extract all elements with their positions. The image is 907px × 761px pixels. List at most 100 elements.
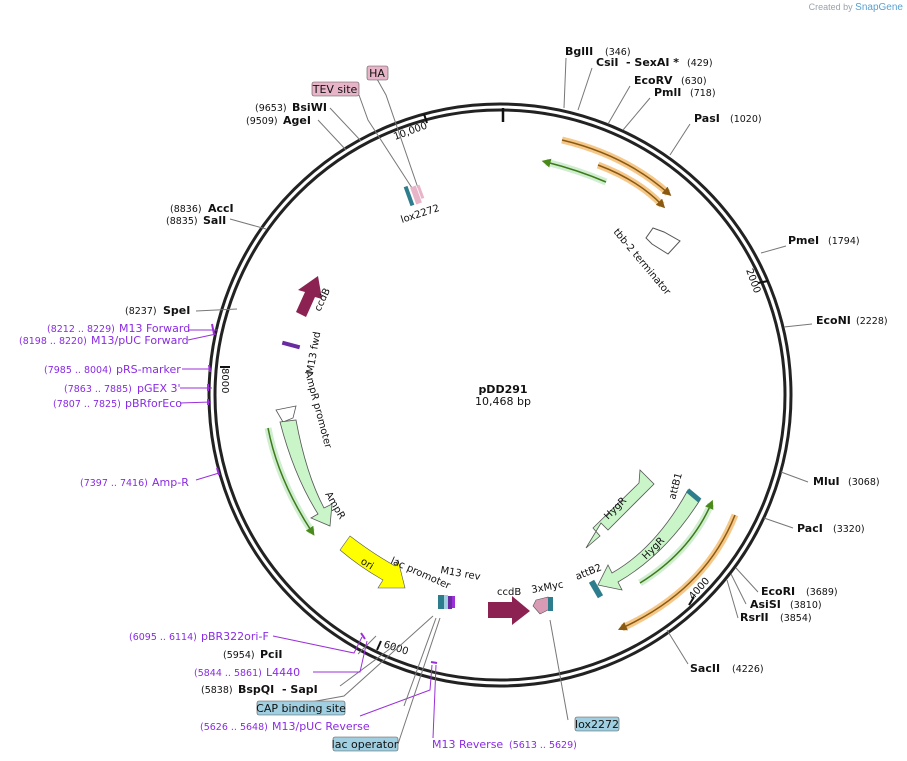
plasmid-length: 10,468 bp bbox=[475, 395, 531, 408]
enzyme-ecorv: EcoRV bbox=[634, 74, 673, 87]
enzyme-agei-pos: (9509) bbox=[246, 116, 278, 127]
myc-arrow bbox=[532, 596, 551, 615]
enzyme-leaders bbox=[195, 57, 813, 687]
primer-leaders bbox=[179, 329, 437, 739]
enzyme-pmei-pos: (1794) bbox=[828, 236, 860, 247]
ha-box bbox=[366, 65, 389, 81]
backbone-outer bbox=[207, 102, 793, 688]
primer-m13puc-forward: M13/pUC Forward bbox=[91, 334, 189, 347]
enzyme-pmei: PmeI bbox=[788, 234, 819, 247]
ori-arrow bbox=[339, 535, 406, 589]
enzyme-csii: CsiI bbox=[596, 56, 618, 69]
tick-mark-4000 bbox=[688, 596, 695, 606]
enzyme-pmli: PmlI bbox=[654, 86, 681, 99]
enzyme-sali-pos: (8835) bbox=[166, 216, 198, 227]
tick-2000: 2000 bbox=[743, 267, 762, 295]
primer-l4440-pos: (5844 .. 5861) bbox=[194, 668, 262, 679]
tick-mark-10000 bbox=[423, 113, 428, 124]
enzyme-mlui-pos: (3068) bbox=[848, 477, 880, 488]
primer-m13puc-forward-pos: (8198 .. 8220) bbox=[19, 336, 87, 347]
enzyme-paci-pos: (3320) bbox=[833, 524, 865, 535]
enzyme-rsrii: RsrII bbox=[740, 611, 769, 624]
enzyme-spei-pos: (8237) bbox=[125, 306, 157, 317]
primer-m13-forward-pos: (8212 .. 8229) bbox=[47, 324, 115, 335]
enzyme-pmli-pos: (718) bbox=[690, 88, 716, 99]
attb2-label: attB2 bbox=[574, 562, 603, 582]
enzyme-pasi-pos: (1020) bbox=[730, 114, 762, 125]
orange-arc-top-2 bbox=[596, 161, 665, 208]
enzyme-bsiwi-pos: (9653) bbox=[255, 103, 287, 114]
primer-pbrforeco: pBRforEco bbox=[125, 397, 182, 410]
enzyme-asisi-pos: (3810) bbox=[790, 600, 822, 611]
lox-box bbox=[574, 716, 620, 732]
plasmid-name: pDD291 bbox=[478, 383, 527, 396]
primer-m13puc-reverse: M13/pUC Reverse bbox=[272, 720, 370, 733]
enzyme-econi: EcoNI bbox=[816, 314, 851, 327]
tev-box bbox=[311, 81, 360, 97]
backbone-inner bbox=[213, 108, 787, 682]
lac-block bbox=[438, 595, 455, 609]
primer-ampr-pos: (7397 .. 7416) bbox=[80, 478, 148, 489]
lox-top-feature bbox=[403, 184, 425, 207]
orange-arc-right bbox=[620, 513, 739, 632]
enzyme-ecori: EcoRI bbox=[761, 585, 795, 598]
tev-label: TEV site bbox=[312, 83, 358, 96]
tbb2-arrow bbox=[645, 227, 681, 255]
enzyme-mlui: MluI bbox=[813, 475, 840, 488]
enzyme-agei: AgeI bbox=[283, 114, 311, 127]
hygr-arrow-1 bbox=[585, 469, 655, 549]
primer-pbrforeco-pos: (7807 .. 7825) bbox=[53, 399, 121, 410]
orange-arc-right-line bbox=[617, 514, 736, 631]
enzyme-bspqi-pos: (5838) bbox=[201, 685, 233, 696]
enzyme-bglii-pos: (346) bbox=[605, 47, 631, 58]
primer-pbr322ori-f-pos: (6095 .. 6114) bbox=[129, 632, 197, 643]
ampr-promoter-label: AmpR promoter bbox=[302, 370, 333, 450]
myc-label: 3xMyc bbox=[531, 580, 565, 596]
tick-mark-2000 bbox=[757, 280, 769, 284]
primer-pgex3-pos: (7863 .. 7885) bbox=[64, 384, 132, 395]
primer-m13-reverse: M13 Reverse bbox=[432, 738, 503, 751]
enzyme-spei: SpeI bbox=[163, 304, 190, 317]
tick-8000: 8000 bbox=[219, 368, 230, 393]
enzyme-bsiwi: BsiWI bbox=[292, 101, 327, 114]
lacop-label: lac operator bbox=[332, 738, 399, 751]
enzyme-ecori-pos: (3689) bbox=[806, 587, 838, 598]
hygr-arrow-2 bbox=[597, 489, 701, 591]
enzyme-bglii: BglII bbox=[565, 45, 593, 58]
enzyme-rsrii-pos: (3854) bbox=[780, 613, 812, 624]
enzyme-econi-pos: (2228) bbox=[856, 316, 888, 327]
enzyme-pasi: PasI bbox=[694, 112, 720, 125]
m13fwd-label: M13 fwd bbox=[305, 331, 323, 375]
enzyme-csii-pos: (429) bbox=[687, 58, 713, 69]
enzyme-acci: AccI bbox=[208, 202, 234, 215]
attb1-mark bbox=[685, 488, 702, 503]
enzyme-acci-pos: (8836) bbox=[170, 204, 202, 215]
enzyme-asisi: AsiSI bbox=[750, 598, 781, 611]
primer-prs-marker: pRS-marker bbox=[116, 363, 181, 376]
primer-m13-forward: M13 Forward bbox=[119, 322, 190, 335]
lox-bottom-label: lox2272 bbox=[575, 718, 619, 731]
enzyme-paci: PacI bbox=[797, 522, 823, 535]
m13fwd-mark bbox=[281, 340, 301, 350]
enzyme-name: BglII bbox=[565, 45, 593, 58]
enzyme-sexai: - SexAI * bbox=[626, 56, 679, 69]
enzyme-bspqi: BspQI bbox=[238, 683, 274, 696]
tick-mark-6000 bbox=[376, 640, 382, 651]
ccdb-bottom-arrow bbox=[488, 596, 530, 625]
enzyme-sali: SalI bbox=[203, 214, 226, 227]
enzyme-ecorv-pos: (630) bbox=[681, 76, 707, 87]
attb2-mark bbox=[588, 579, 604, 599]
primer-l4440: L4440 bbox=[266, 666, 300, 679]
ccdb-top-arrow bbox=[296, 276, 322, 317]
orange-arc-top-2-line bbox=[597, 164, 666, 209]
ha-label: HA bbox=[369, 67, 385, 80]
primer-marks bbox=[207, 323, 438, 664]
primer-prs-marker-pos: (7985 .. 8004) bbox=[44, 365, 112, 376]
enzyme-pcii-pos: (5954) bbox=[223, 650, 255, 661]
ampr-arrow bbox=[279, 419, 333, 527]
myc-lox-mark bbox=[548, 597, 553, 611]
orange-arc-top-1-line bbox=[561, 139, 672, 196]
enzyme-sacii: SacII bbox=[690, 662, 720, 675]
enzyme-sapi: - SapI bbox=[282, 683, 318, 696]
